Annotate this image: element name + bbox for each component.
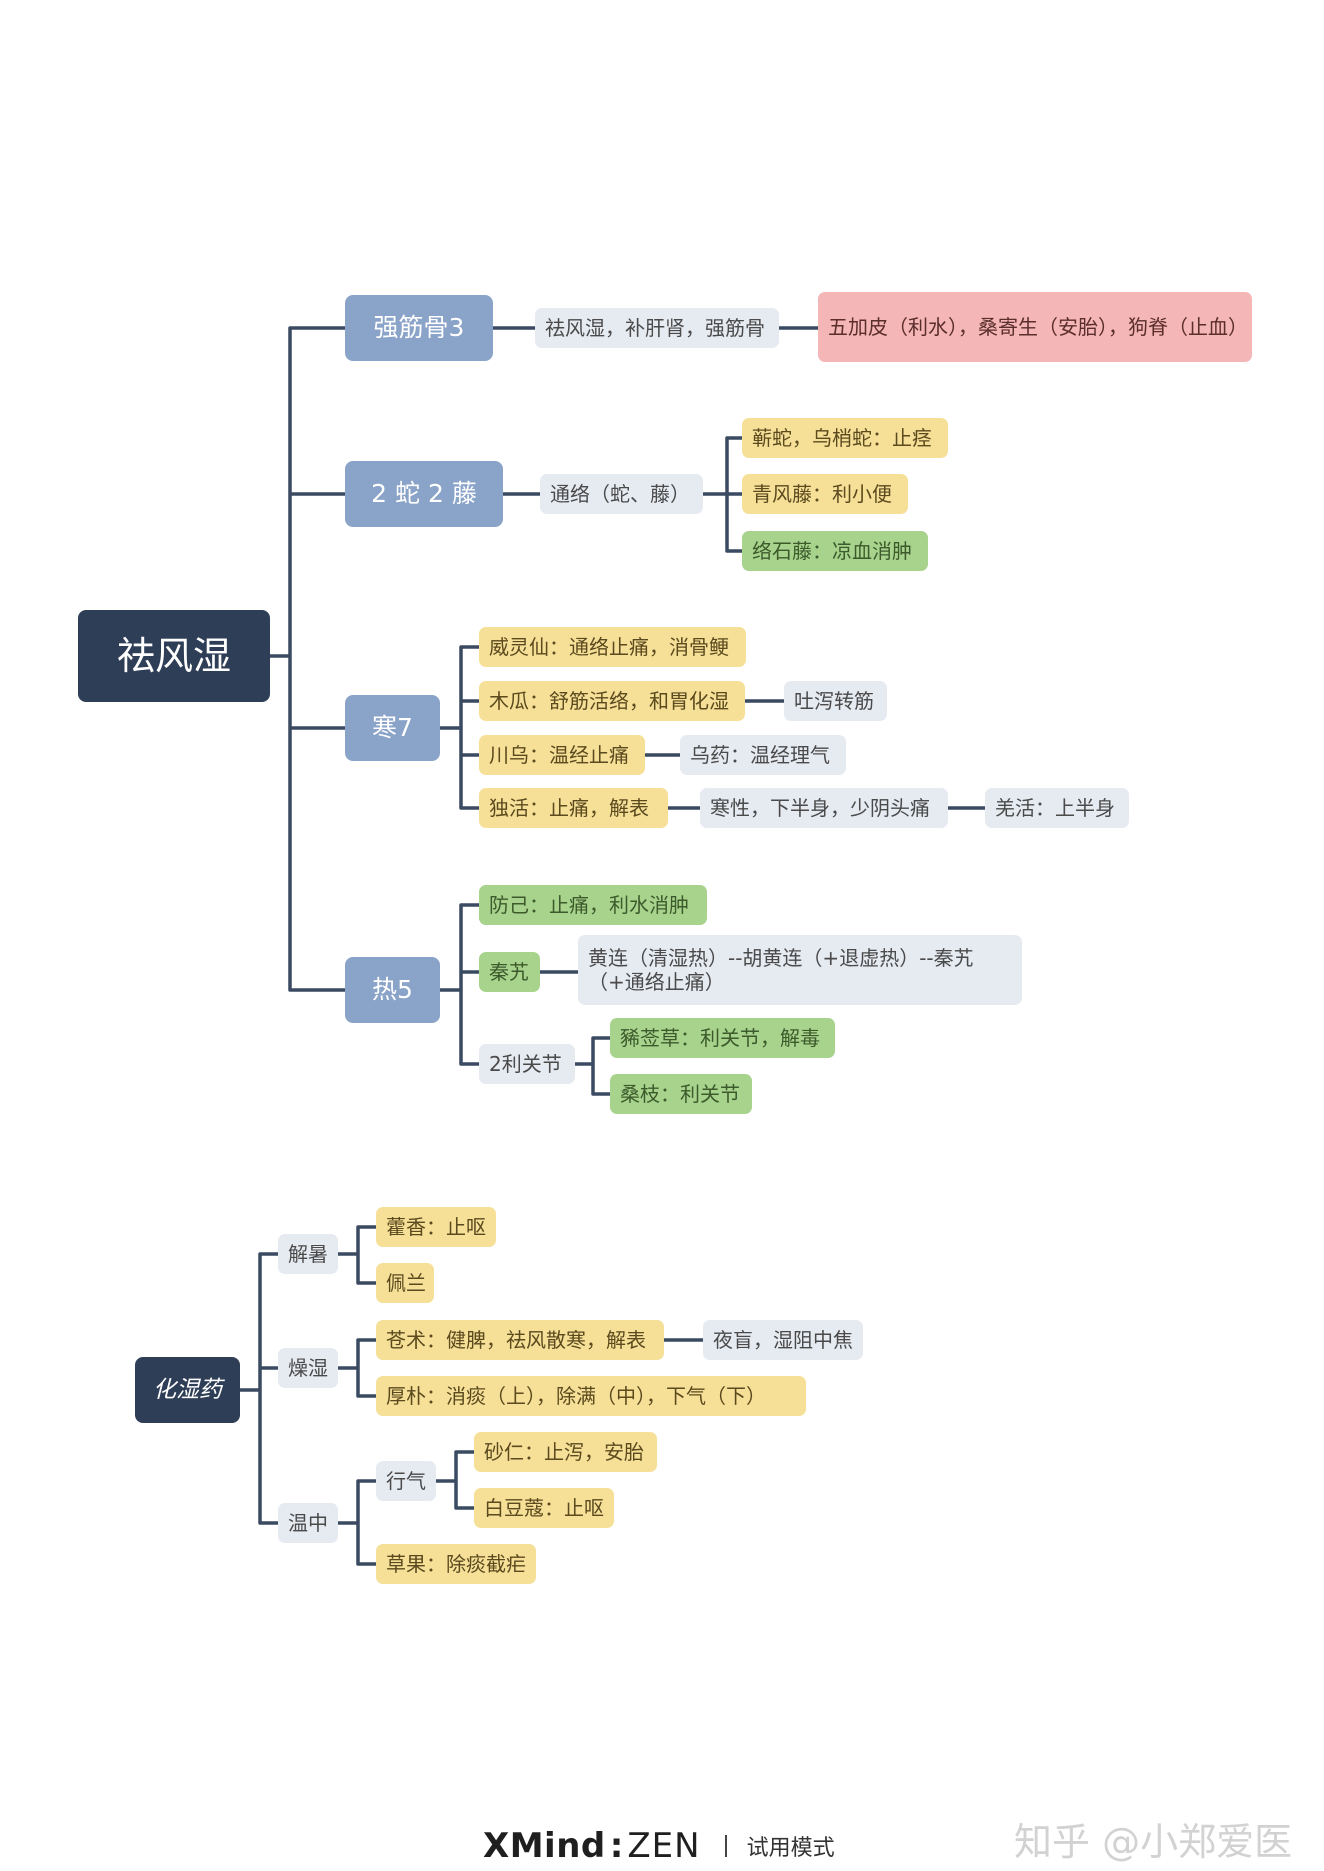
root-topic-huashiyao[interactable]: 化湿药 bbox=[135, 1357, 240, 1423]
brand-suffix: ZEN bbox=[627, 1826, 701, 1866]
herb-weilingxian[interactable]: 威灵仙：通络止痛，消骨鲠 bbox=[479, 627, 746, 667]
herb-fangji[interactable]: 防己：止痛，利水消肿 bbox=[479, 885, 707, 925]
branch-wenzhong[interactable]: 温中 bbox=[278, 1503, 338, 1543]
link-map2-root bbox=[238, 1252, 280, 1525]
herb-sangzhi[interactable]: 桑枝：利关节 bbox=[610, 1074, 752, 1114]
herb-qianghuo[interactable]: 羌活：上半身 bbox=[985, 788, 1129, 828]
herb-huoxiang[interactable]: 藿香：止呕 bbox=[376, 1207, 496, 1247]
herb-caoguo[interactable]: 草果：除痰截疟 bbox=[376, 1544, 536, 1584]
root-topic-qufengshi[interactable]: 祛风湿 bbox=[78, 610, 270, 702]
link-root-main bbox=[268, 326, 347, 992]
link-b2 bbox=[501, 436, 744, 553]
herb-cangzhu[interactable]: 苍术：健脾，祛风散寒，解表 bbox=[376, 1320, 664, 1360]
herb-houpo[interactable]: 厚朴：消痰（上），除满（中），下气（下） bbox=[376, 1376, 806, 1416]
branch-hot[interactable]: 热5 bbox=[345, 957, 440, 1023]
herb-mugua[interactable]: 木瓜：舒筋活络，和胃化湿 bbox=[479, 681, 745, 721]
mugua-note[interactable]: 吐泻转筋 bbox=[784, 681, 887, 721]
branch-snakes-vines[interactable]: 2 蛇 2 藤 bbox=[345, 461, 503, 527]
link-b4 bbox=[438, 903, 612, 1096]
branch-xingqi[interactable]: 行气 bbox=[376, 1461, 436, 1501]
brand-name: XMind bbox=[483, 1826, 606, 1866]
cangzhu-note[interactable]: 夜盲，湿阻中焦 bbox=[703, 1320, 863, 1360]
branch-zaoshi[interactable]: 燥湿 bbox=[278, 1348, 338, 1388]
qinjiao-comparison-note[interactable]: 黄连（清湿热）--胡黄连（+退虚热）--秦艽（+通络止痛） bbox=[578, 935, 1022, 1005]
herb-sharen[interactable]: 砂仁：止泻，安胎 bbox=[474, 1432, 657, 1472]
herb-wuyao[interactable]: 乌药：温经理气 bbox=[680, 735, 846, 775]
herb-xixiancao[interactable]: 豨莶草：利关节，解毒 bbox=[610, 1018, 835, 1058]
branch-cold[interactable]: 寒7 bbox=[345, 695, 440, 761]
herb-qinjiao[interactable]: 秦艽 bbox=[479, 952, 540, 992]
link-wenzhong bbox=[336, 1450, 476, 1566]
herb-luoshiteng[interactable]: 络石藤：凉血消肿 bbox=[742, 531, 928, 571]
herb-peilan[interactable]: 佩兰 bbox=[376, 1263, 434, 1303]
brand-colon-mark: : bbox=[609, 1826, 624, 1866]
link-jieshu bbox=[336, 1225, 378, 1285]
strong-bones-herbs[interactable]: 五加皮（利水），桑寄生（安胎），狗脊（止血） bbox=[818, 292, 1252, 362]
xmind-zen-brand: XMind : ZEN 试用模式 bbox=[483, 1822, 835, 1870]
snakes-vines-effect[interactable]: 通络（蛇、藤） bbox=[540, 474, 703, 514]
herb-qingfengteng[interactable]: 青风藤：利小便 bbox=[742, 474, 908, 514]
herb-duhuo[interactable]: 独活：止痛，解表 bbox=[479, 788, 668, 828]
strong-bones-effect[interactable]: 祛风湿，补肝肾，强筋骨 bbox=[535, 308, 779, 348]
branch-jieshu[interactable]: 解暑 bbox=[278, 1234, 338, 1274]
link-b3 bbox=[438, 645, 987, 810]
branch-strong-bones[interactable]: 强筋骨3 bbox=[345, 295, 493, 361]
author-credit: 知乎 @小郑爱医 bbox=[1014, 1819, 1293, 1864]
link-zaoshi bbox=[336, 1338, 705, 1398]
herb-baidoukou[interactable]: 白豆蔻：止呕 bbox=[474, 1488, 614, 1528]
brand-divider bbox=[724, 1835, 727, 1857]
trial-mode-label: 试用模式 bbox=[746, 1836, 835, 1861]
herb-chuanwu[interactable]: 川乌：温经止痛 bbox=[479, 735, 645, 775]
herb-qishe[interactable]: 蕲蛇，乌梢蛇：止痉 bbox=[742, 418, 948, 458]
duhuo-note[interactable]: 寒性，下半身，少阴头痛 bbox=[700, 788, 948, 828]
joint-group[interactable]: 2利关节 bbox=[479, 1044, 575, 1084]
